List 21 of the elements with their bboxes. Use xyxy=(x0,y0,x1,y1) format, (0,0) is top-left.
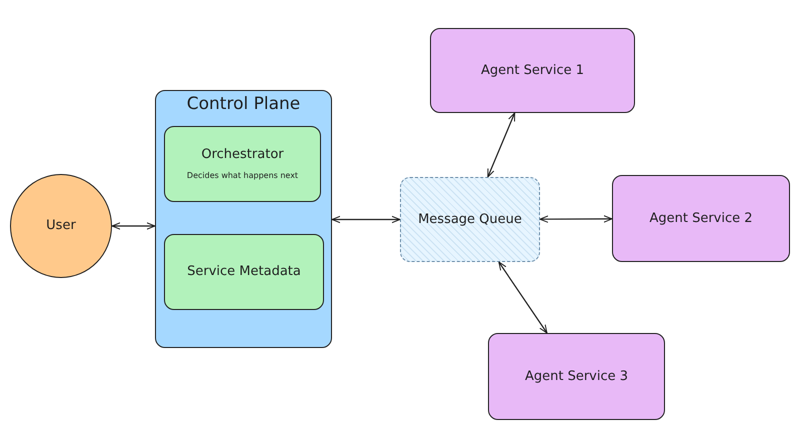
agent-service-box xyxy=(612,175,790,262)
node-label: User xyxy=(45,218,77,234)
service-metadata-box xyxy=(164,234,324,310)
double-arrow xyxy=(540,215,612,223)
message-queue-box xyxy=(400,177,540,262)
node-label: Message Queue xyxy=(417,212,523,228)
node-label: Service Metadata xyxy=(186,264,302,280)
double-arrow xyxy=(487,112,516,178)
panel-title: Control Plane xyxy=(186,94,302,114)
node-label: Agent Service 1 xyxy=(480,62,586,78)
node-label: Agent Service 2 xyxy=(648,210,754,226)
agent-service-box xyxy=(430,28,635,113)
node-description: Decides what happens next xyxy=(186,171,300,181)
agent-service-box xyxy=(488,333,665,420)
node-label: Orchestrator xyxy=(200,147,285,163)
control-plane-panel xyxy=(155,90,332,348)
orchestrator-box xyxy=(164,126,321,202)
double-arrow xyxy=(332,216,400,224)
double-arrow xyxy=(498,262,548,334)
node-label: Agent Service 3 xyxy=(524,368,630,384)
double-arrow xyxy=(112,222,156,230)
